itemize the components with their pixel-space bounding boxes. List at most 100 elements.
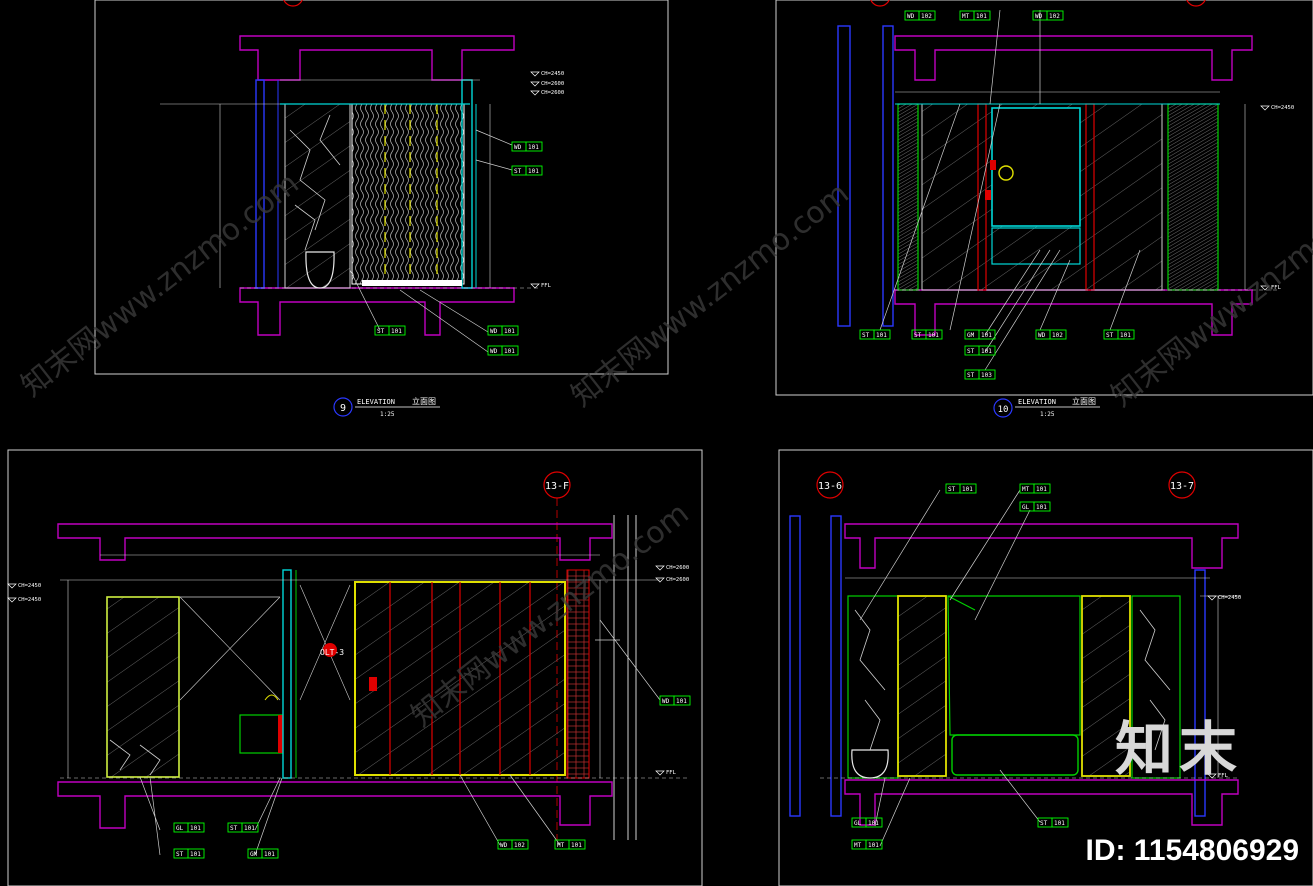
material-tag-code: ST [967,372,975,379]
ceiling-slab [239,35,515,81]
material-tag-code: WD [490,328,498,335]
material-tag-code: MT [557,842,565,849]
material-tag-number: 101 [1054,820,1065,827]
grid-marker [1168,471,1196,499]
material-tag-code: ST [948,486,956,493]
level-label: FFL [1218,773,1229,779]
material-tag-number: 101 [528,144,539,151]
material-tag-number: 101 [1036,486,1047,493]
material-tag-number: 101 [976,13,987,20]
material-tag-number: 101 [1120,332,1131,339]
material-tag: MT 101 [554,839,586,850]
bathtub [951,734,1079,776]
material-tag-code: WD [490,348,498,355]
material-tag-number: 101 [190,851,201,858]
material-tag: ST 101 [511,165,543,176]
level-marker-icon [7,597,17,603]
grid-marker-label: 13-F [545,481,569,492]
view-scale: 1:25 [380,411,395,418]
material-tag-code: ST [862,332,870,339]
level-label: CH=2450 [541,71,564,77]
level-label: FFL [541,283,552,289]
material-tag-code: GM [967,332,975,339]
material-tag: ST 101 [1037,817,1069,828]
material-tag-code: ST [1106,332,1114,339]
view-title: ELEVATION [357,398,395,406]
material-tag-number: 101 [571,842,582,849]
material-tag-number: 101 [981,348,992,355]
material-tag-code: GL [176,825,184,832]
view-title-cn: 立面图 [412,396,436,406]
level-marker-icon [1207,595,1217,601]
level-label: FFL [666,770,677,776]
material-tag-code: WD [1035,13,1043,20]
material-tag-number: 101 [981,332,992,339]
material-tag: GM 101 [964,329,996,340]
material-tag-code: WD [907,13,915,20]
material-tag: ST 101 [859,329,891,340]
material-tag-code: ST [514,168,522,175]
material-tag-number: 101 [244,825,255,832]
view-frame [7,449,703,886]
material-tag: MT 101 [959,10,991,21]
material-tag: WD 102 [1032,10,1064,21]
material-tag-number: 101 [868,842,879,849]
level-marker-icon [655,770,665,776]
view-number: 9 [340,403,346,414]
material-tag-number: 102 [921,13,932,20]
material-tag-code: ST [1040,820,1048,827]
material-tag-number: 101 [876,332,887,339]
view-number-bubble [993,398,1013,418]
floor-slab [239,287,515,336]
material-tag-code: WD [1038,332,1046,339]
level-label: CH=2450 [18,583,41,589]
ceiling-slab [844,523,1239,569]
level-marker-icon [530,81,540,87]
material-tag-number: 101 [391,328,402,335]
level-label: CH=2600 [666,577,689,583]
material-tag-code: WD [662,698,670,705]
material-tag-number: 103 [981,372,992,379]
material-tag: ST 101 [911,329,943,340]
grid-marker [870,0,890,7]
floor-slab [894,289,1253,336]
level-marker-icon [7,583,17,589]
grid-marker [1186,0,1206,7]
wood-panel [351,103,465,285]
level-label: CH=2450 [1271,105,1294,111]
marble-panel [284,103,351,289]
material-tag-code: ST [914,332,922,339]
grid-marker [816,471,844,499]
material-tag-number: 101 [528,168,539,175]
level-marker-icon [655,565,665,571]
material-tag-code: GM [250,851,258,858]
material-tag-code: MT [962,13,970,20]
view-number-bubble [333,397,353,417]
level-label: FFL [1271,285,1282,291]
level-label: CH=2600 [541,90,564,96]
level-marker-icon [530,283,540,289]
level-marker-icon [1260,285,1270,291]
material-tag-number: 102 [1049,13,1060,20]
material-tag-number: 101 [1036,504,1047,511]
material-tag-number: 101 [504,328,515,335]
vanity-cabinet [991,107,1081,227]
view-scale: 1:25 [1040,411,1055,418]
material-tag-code: ST [967,348,975,355]
level-label: CH=2600 [666,565,689,571]
material-tag-number: 101 [928,332,939,339]
